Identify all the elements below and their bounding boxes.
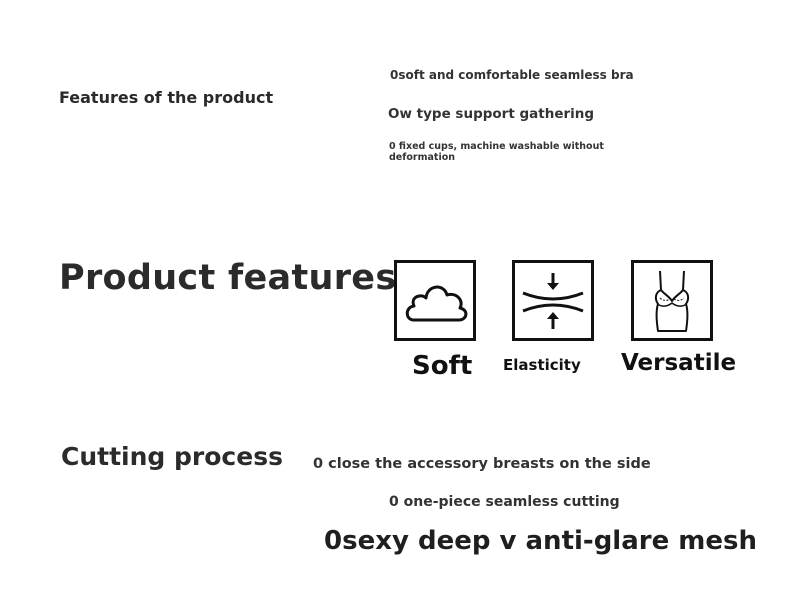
intro-feature-2: Ow type support gathering xyxy=(388,106,595,122)
intro-feature-1: 0soft and comfortable seamless bra xyxy=(390,68,634,82)
cutting-feature-1: 0 close the accessory breasts on the sid… xyxy=(313,456,651,472)
versatile-label: Versatile xyxy=(621,350,737,376)
cutting-feature-2: 0 one-piece seamless cutting xyxy=(389,494,620,510)
elasticity-feature-box xyxy=(512,260,594,341)
cutting-feature-3: 0sexy deep v anti-glare mesh xyxy=(324,526,757,556)
versatile-feature-box xyxy=(631,260,713,341)
intro-title: Features of the product xyxy=(59,88,274,107)
soft-feature-box xyxy=(394,260,476,341)
product-features-title: Product features xyxy=(59,258,397,298)
cloud-icon xyxy=(405,285,468,322)
elasticity-label: Elasticity xyxy=(503,356,581,374)
intro-feature-3: 0 fixed cups, machine washable without d… xyxy=(389,141,604,163)
cutting-title: Cutting process xyxy=(61,442,283,471)
camisole-icon xyxy=(654,270,690,332)
soft-label: Soft xyxy=(412,351,473,381)
compress-arrows-icon xyxy=(522,273,584,329)
